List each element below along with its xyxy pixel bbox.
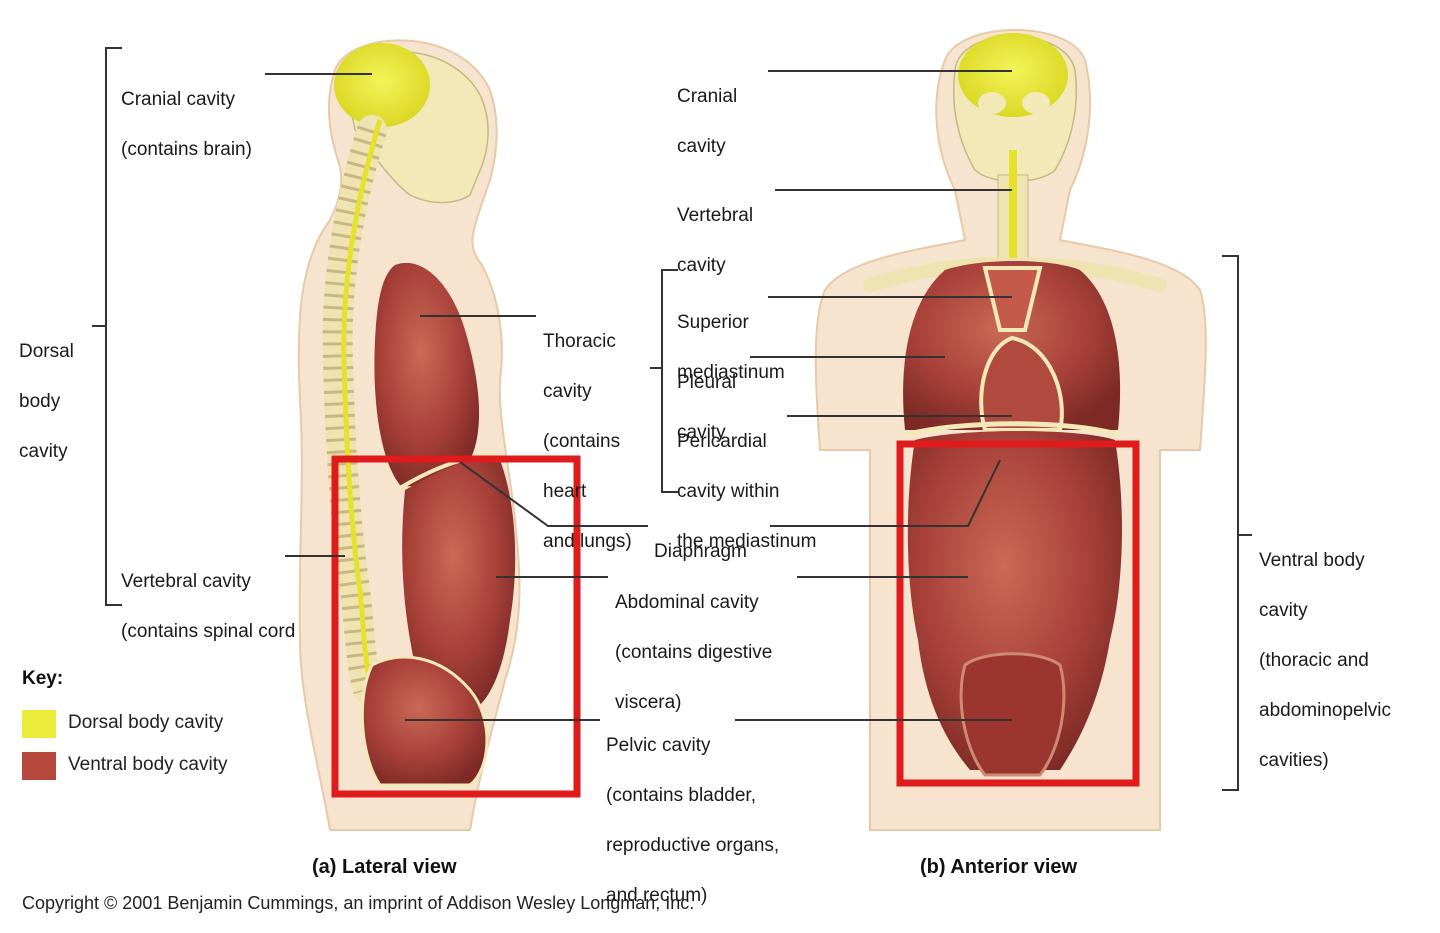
lateral-spinal-cord xyxy=(341,119,383,691)
label-dorsal-body-cavity: Dorsal body cavity xyxy=(19,341,74,462)
label-superior-mediastinum: Superior mediastinum xyxy=(677,312,785,383)
label-anterior-vertebral: Vertebral cavity xyxy=(677,205,754,276)
caption-anterior-view: (b) Anterior view xyxy=(920,856,1078,878)
copyright-notice: Copyright © 2001 Benjamin Cummings, an i… xyxy=(22,893,695,913)
anterior-pericardial-cavity xyxy=(979,335,1064,432)
label-anterior-cranial: Cranial cavity xyxy=(677,86,738,157)
anterior-figure xyxy=(814,29,1207,831)
anterior-pelvic-cavity xyxy=(959,652,1066,777)
anterior-eye-socket-right xyxy=(1022,92,1050,114)
lateral-abdominal-organs xyxy=(402,457,516,705)
label-abdominal-cavity: Abdominal cavity (contains digestive vis… xyxy=(615,592,773,713)
key-dorsal-swatch xyxy=(22,710,56,738)
lateral-thoracic-organs xyxy=(374,262,480,487)
lateral-pelvic-organs xyxy=(360,655,489,787)
key-ventral-label: Ventral body cavity xyxy=(68,754,228,775)
anterior-eye-socket-left xyxy=(978,92,1006,114)
leader-diaphragm-anterior xyxy=(770,459,1001,527)
anterior-cranial-cavity xyxy=(958,33,1068,117)
leader-diaphragm-lateral xyxy=(459,461,648,527)
lateral-highlight-box xyxy=(331,455,581,798)
lateral-spine-bones xyxy=(322,115,387,705)
ventral-bracket xyxy=(1222,255,1252,791)
anterior-vertebral-cavity xyxy=(1009,150,1017,265)
dorsal-bracket xyxy=(92,47,122,606)
caption-lateral-view: (a) Lateral view xyxy=(312,856,457,878)
label-pleural-cavity: Pleural cavity xyxy=(677,372,737,443)
anterior-highlight-box xyxy=(896,440,1140,787)
anterior-diaphragm xyxy=(904,421,1121,438)
label-ventral-body-cavity: Ventral body cavity (thoracic and abdomi… xyxy=(1259,550,1392,771)
label-diaphragm: Diaphragm xyxy=(654,541,747,562)
anterior-thoracic-bracket xyxy=(650,269,678,493)
leader-lines xyxy=(265,70,1012,721)
label-lateral-cranial: Cranial cavity (contains brain) xyxy=(121,89,252,160)
label-thoracic-cavity: Thoracic cavity (contains heart and lung… xyxy=(543,331,632,552)
lateral-figure xyxy=(297,39,521,831)
label-pericardial-cavity: Pericardial cavity within the mediastinu… xyxy=(677,431,817,552)
lateral-cranial-cavity xyxy=(334,43,430,127)
label-lateral-vertebral: Vertebral cavity (contains spinal cord xyxy=(121,571,296,642)
key-ventral-swatch xyxy=(22,752,56,780)
label-pelvic-cavity: Pelvic cavity (contains bladder, reprodu… xyxy=(606,735,780,906)
anterior-mediastinum xyxy=(982,266,1043,332)
key-title: Key: xyxy=(22,668,64,689)
key-dorsal-label: Dorsal body cavity xyxy=(68,712,224,733)
